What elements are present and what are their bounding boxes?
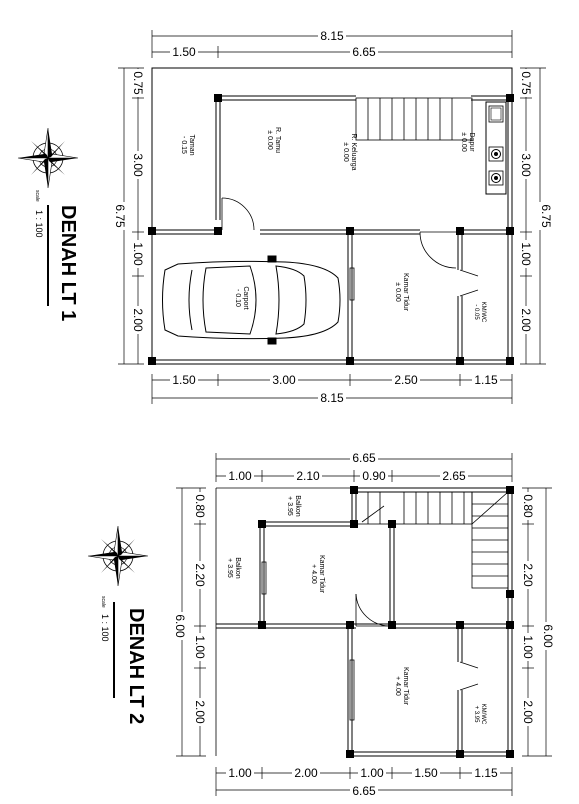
room-balkon-2: Balkon+ 3.95 bbox=[226, 557, 241, 579]
plan1-dim-bottom-d: 1.15 bbox=[474, 373, 498, 387]
plan2-stairs bbox=[355, 491, 509, 589]
plan-lt1: Taman- 0.15 R. Tamu± 0.00 R. Keluarga± 0… bbox=[17, 28, 553, 405]
room-tamu: R. Tamu± 0.00 bbox=[266, 127, 281, 153]
plan1-columns bbox=[148, 94, 514, 365]
plan1-doors bbox=[221, 197, 479, 301]
room-carport: Carport- 0.10 bbox=[234, 286, 249, 309]
plan1-dim-left-a: 0.75 bbox=[131, 71, 145, 95]
plan1-dim-top-total: 8.15 bbox=[320, 29, 344, 43]
room-balkon-1: Balkon+ 3.95 bbox=[286, 495, 301, 517]
plan2-scale-word: scale bbox=[100, 596, 106, 608]
plan1-dim-top-a: 1.50 bbox=[172, 45, 196, 59]
plan2-dim-right-a: 0.80 bbox=[521, 494, 535, 518]
plan1-scale-value: 1 : 100 bbox=[34, 210, 44, 238]
plan1-dim-left-d: 2.00 bbox=[131, 308, 145, 332]
plan2-columns bbox=[258, 486, 514, 758]
plan1-dim-right-d: 2.00 bbox=[519, 308, 533, 332]
plan1-kitchen-counter bbox=[485, 101, 507, 195]
plan2-dim-top-a: 1.00 bbox=[228, 469, 252, 483]
room-kmwc-2: KM/WC+ 3.95 bbox=[473, 704, 486, 725]
plan1-dim-bottom-a: 1.50 bbox=[172, 373, 196, 387]
compass-rose-icon bbox=[87, 525, 149, 587]
plan1-dimension-lines bbox=[118, 30, 546, 404]
plan2-dim-top-d: 2.65 bbox=[442, 469, 466, 483]
plan2-dim-top-b: 2.10 bbox=[296, 469, 320, 483]
room-kamar-tidur-2: Kamar Tidur+ 4.00 bbox=[394, 667, 409, 706]
car-icon bbox=[162, 255, 341, 345]
room-taman: Taman- 0.15 bbox=[180, 134, 195, 155]
room-kamar-tidur-1: Kamar Tidur+ 4.00 bbox=[310, 555, 325, 594]
plan1-stairs bbox=[355, 97, 473, 141]
plan1-title: DENAH LT 1 bbox=[57, 205, 79, 321]
plan2-title: DENAH LT 2 bbox=[125, 608, 147, 724]
plan1-scale-word: scale bbox=[34, 190, 40, 202]
plan1-dim-left-c: 1.00 bbox=[131, 242, 145, 266]
plan1-dim-left-b: 3.00 bbox=[131, 153, 145, 177]
plan2-dim-bottom-e: 1.15 bbox=[474, 766, 498, 780]
plan1-dim-right-b: 3.00 bbox=[519, 153, 533, 177]
plan1-dim-right-total: 6.75 bbox=[539, 204, 553, 228]
room-kamar-tidur: Kamar Tidur± 0.00 bbox=[394, 273, 409, 312]
plan2-dim-top-total: 6.65 bbox=[352, 451, 376, 465]
plan2-dim-bottom-total: 6.65 bbox=[352, 784, 376, 798]
plan1-dim-bottom-total: 8.15 bbox=[320, 391, 344, 405]
compass-rose-icon bbox=[17, 127, 79, 189]
plan2-scale-value: 1 : 100 bbox=[100, 614, 110, 642]
plan2-dim-bottom-b: 2.00 bbox=[294, 766, 318, 780]
plan2-dim-top-c: 0.90 bbox=[362, 469, 386, 483]
plan2-dim-left-total: 6.00 bbox=[173, 614, 187, 638]
plan2-dim-right-c: 1.00 bbox=[521, 635, 535, 659]
room-kmwc: KM/WC- 0.05 bbox=[473, 302, 486, 323]
plan2-dim-right-b: 2.20 bbox=[521, 563, 535, 587]
plan1-dim-right-c: 1.00 bbox=[519, 242, 533, 266]
plan1-walls bbox=[152, 95, 513, 365]
plan-lt2: Balkon+ 3.95 Balkon+ 3.95 Kamar Tidur+ 4… bbox=[87, 451, 555, 798]
plan1-dim-top-b: 6.65 bbox=[352, 45, 376, 59]
plan2-dim-left-d: 2.00 bbox=[193, 700, 207, 724]
plan2-doors bbox=[261, 561, 479, 721]
plan2-dim-bottom-d: 1.50 bbox=[414, 766, 438, 780]
plan2-dim-left-c: 1.00 bbox=[193, 635, 207, 659]
plan1-dim-right-a: 0.75 bbox=[519, 71, 533, 95]
plan2-dim-bottom-c: 1.00 bbox=[360, 766, 384, 780]
plan2-dim-right-total: 6.00 bbox=[541, 624, 555, 648]
plan1-dim-left-total: 6.75 bbox=[113, 204, 127, 228]
plan2-dim-left-a: 0.80 bbox=[193, 494, 207, 518]
room-dapur: Dapur± 0.00 bbox=[460, 132, 475, 152]
plan2-dim-bottom-a: 1.00 bbox=[228, 766, 252, 780]
room-keluarga: R. Keluarga± 0.00 bbox=[342, 134, 357, 171]
plan1-dim-bottom-c: 2.50 bbox=[394, 373, 418, 387]
plan1-dim-bottom-b: 3.00 bbox=[272, 373, 296, 387]
plan2-dim-right-d: 2.00 bbox=[521, 700, 535, 724]
plan2-dim-left-b: 2.20 bbox=[193, 563, 207, 587]
